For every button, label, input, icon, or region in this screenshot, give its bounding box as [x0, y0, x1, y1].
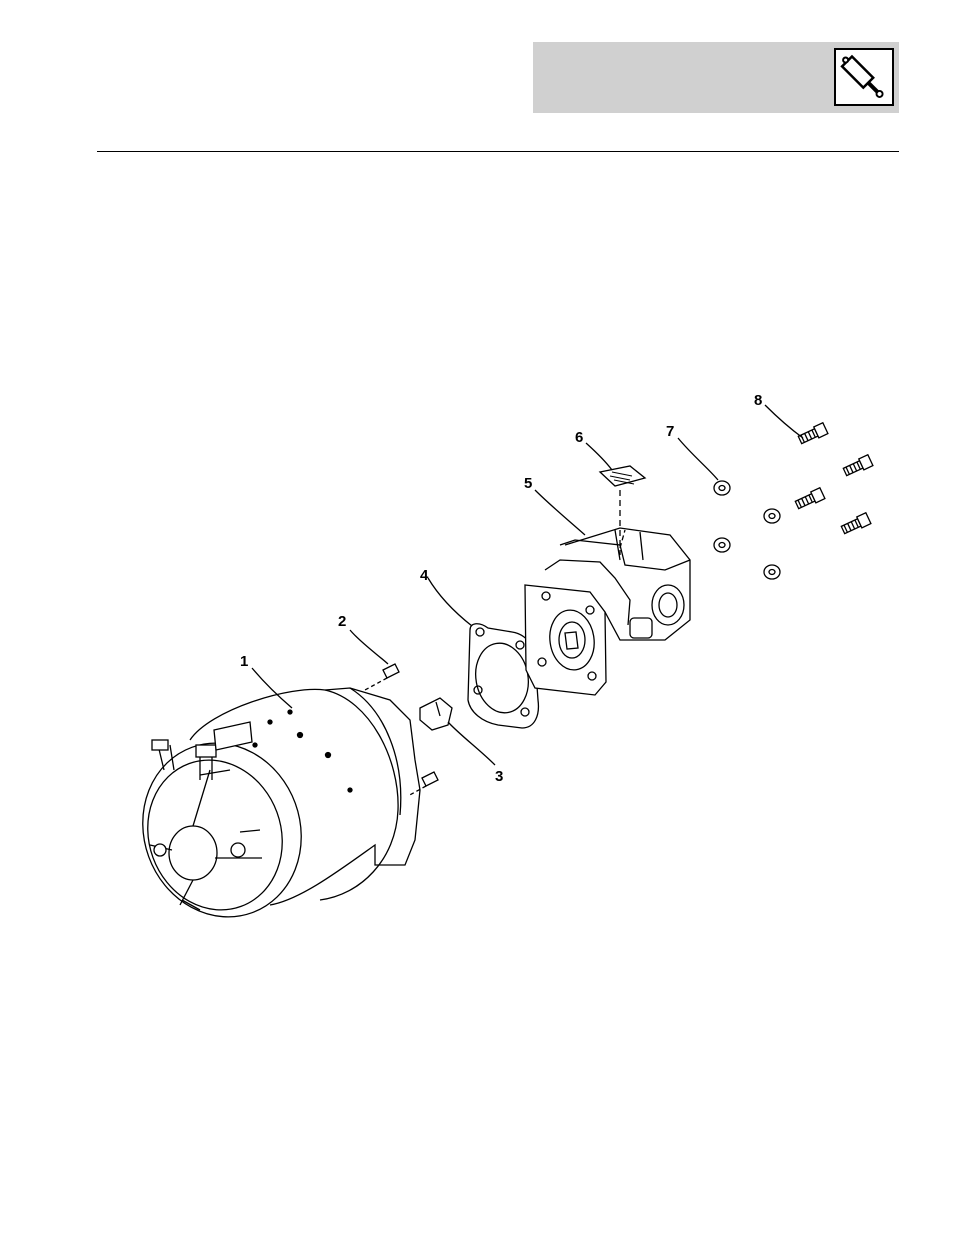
callout-3: 3	[495, 768, 503, 785]
callout-1: 1	[240, 653, 248, 670]
callout-8: 8	[754, 392, 762, 409]
leader-line-8	[765, 405, 803, 438]
motor-part	[119, 688, 420, 939]
callout-5: 5	[524, 475, 532, 492]
leader-line-7	[678, 438, 718, 480]
bolt-part	[794, 423, 872, 536]
decal-part	[600, 466, 645, 555]
pump-part	[525, 528, 690, 695]
leader-line-4	[428, 578, 472, 626]
leader-line-3	[448, 722, 495, 765]
callout-7: 7	[666, 423, 674, 440]
callout-4: 4	[420, 567, 429, 584]
coupling-part	[420, 698, 452, 730]
callout-2: 2	[338, 613, 346, 630]
leader-line-2	[350, 630, 388, 664]
washer-part	[714, 481, 780, 579]
leader-line-5	[535, 490, 585, 535]
leader-line-6	[586, 443, 612, 470]
callout-6: 6	[575, 429, 583, 446]
